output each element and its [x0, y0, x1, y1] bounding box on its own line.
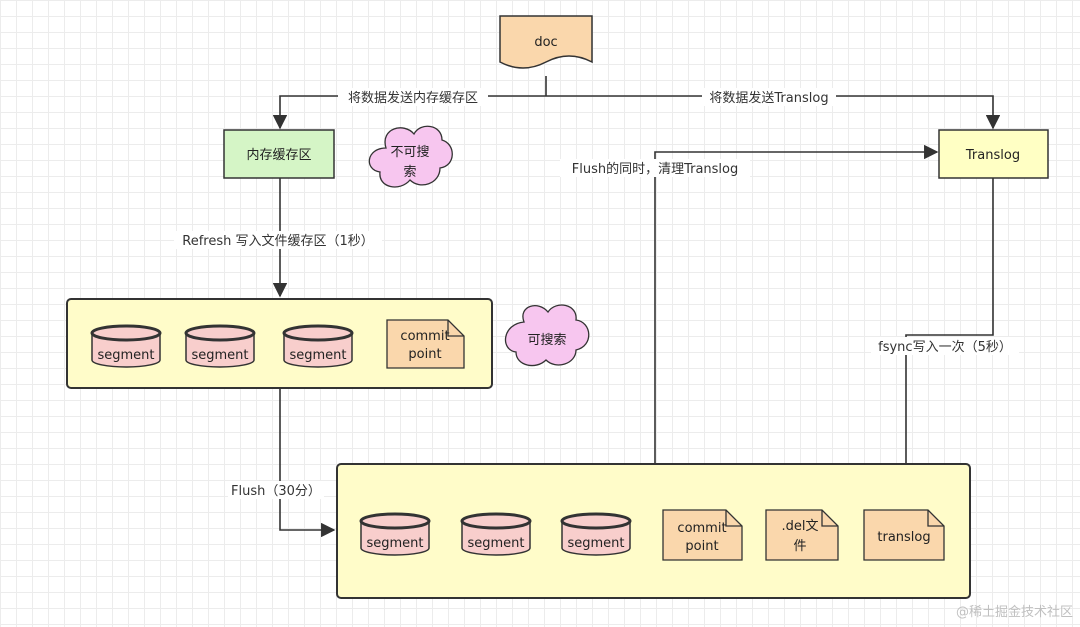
commit-point-line2: point — [685, 539, 718, 554]
segment-cylinder: segment — [90, 324, 162, 368]
segment-cylinder: segment — [560, 512, 632, 556]
file-cache-container: segment segment segment commit point — [66, 298, 493, 389]
searchable-label: 可搜索 — [527, 333, 566, 348]
segment-label: segment — [366, 536, 423, 551]
commit-point-note: commit point — [386, 319, 465, 369]
memory-buffer-node: 内存缓存区 — [223, 129, 335, 179]
translog-node: Translog — [938, 129, 1049, 179]
not-searchable-line2: 索 — [403, 165, 416, 180]
edge-flush-clear-translog: Flush的同时，清理Translog — [560, 144, 939, 463]
translog-label: Translog — [965, 148, 1020, 163]
watermark: @稀土掘金技术社区 — [956, 604, 1073, 620]
segment-label: segment — [97, 348, 154, 363]
commit-point-note: commit point — [662, 509, 743, 561]
doc-label: doc — [534, 35, 557, 50]
commit-point-line1: commit — [677, 521, 726, 536]
del-file-line2: 件 — [793, 539, 806, 554]
not-searchable-cloud: 不可搜 索 — [368, 125, 453, 188]
edge-label-to-memory: 将数据发送内存缓存区 — [348, 90, 478, 106]
del-file-note: .del文 件 — [765, 509, 839, 561]
commit-point-line1: commit — [400, 329, 449, 344]
del-file-line1: .del文 — [782, 519, 819, 534]
edge-label-fsync: fsync写入一次（5秒） — [878, 339, 1012, 355]
segment-label: segment — [567, 536, 624, 551]
doc-node: doc — [499, 15, 593, 69]
segment-cylinder: segment — [359, 512, 431, 556]
edge-label-flush-clear: Flush的同时，清理Translog — [572, 161, 739, 177]
edge-doc-to-memory: 将数据发送内存缓存区 — [272, 88, 546, 130]
disk-container: segment segment segment commit point .de… — [336, 463, 971, 599]
edge-label-flush: Flush（30分） — [231, 484, 321, 499]
segment-label: segment — [289, 348, 346, 363]
edge-label-refresh: Refresh 写入文件缓存区（1秒） — [182, 234, 374, 249]
edge-fsync: fsync写入一次（5秒） — [871, 178, 1019, 509]
segment-cylinder: segment — [184, 324, 256, 368]
memory-buffer-label: 内存缓存区 — [246, 147, 311, 163]
segment-label: segment — [467, 536, 524, 551]
not-searchable-line1: 不可搜 — [390, 145, 429, 160]
translog-file-note: translog — [863, 509, 945, 561]
segment-cylinder: segment — [282, 324, 354, 368]
commit-point-line2: point — [408, 347, 441, 362]
searchable-cloud: 可搜索 — [504, 304, 590, 367]
edge-doc-to-translog: 将数据发送Translog — [546, 88, 1001, 130]
translog-file-label: translog — [877, 530, 930, 545]
segment-label: segment — [191, 348, 248, 363]
segment-cylinder: segment — [460, 512, 532, 556]
edge-flush: Flush（30分） — [228, 388, 336, 538]
edge-label-to-translog: 将数据发送Translog — [709, 90, 828, 106]
edge-refresh: Refresh 写入文件缓存区（1秒） — [174, 178, 382, 298]
